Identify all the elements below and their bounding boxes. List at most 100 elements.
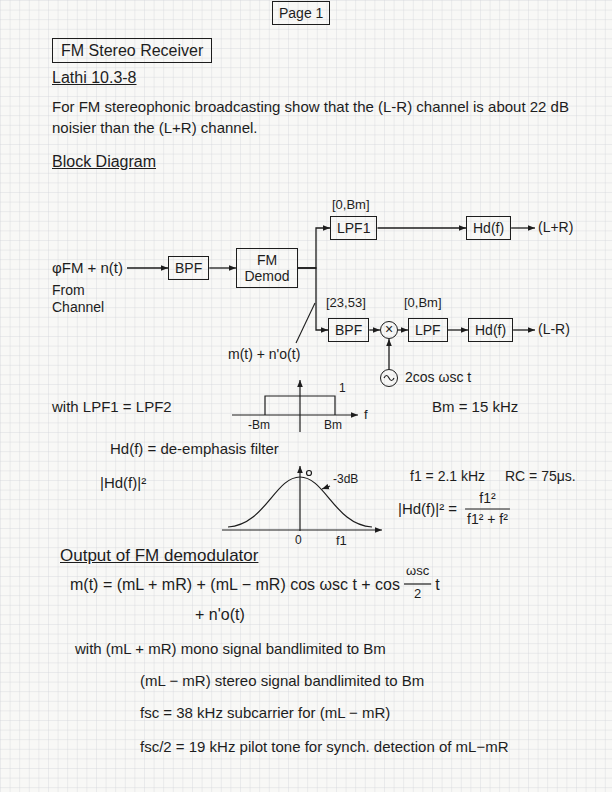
axis-value: 1 [339,381,346,395]
note-box: fsc = 38 kHz subcarrier for (mL − mR) [140,704,390,722]
leader-line [296,303,315,343]
axis-label: f [364,407,368,422]
problem-statement-box: For FM stereophonic broadcasting show th… [52,96,582,138]
leader-line [322,486,330,489]
axis-value-box: -Bm [248,418,270,432]
note-box: (mL − mR) stereo signal bandlimited to B… [140,672,424,690]
fraction-denominator: 2 [414,586,421,601]
lowpass-filter: LPF1 [330,216,377,240]
gain-axis [299,380,300,432]
block-label: Hd(f) [473,220,504,236]
peak-marker [307,471,312,476]
input-source-box: From Channel [52,282,112,316]
parameter-box: RC = 75μs. [505,468,576,485]
axis-value-box: 0 [295,533,302,547]
fraction-bar [404,583,431,584]
page-number-box: Page 1 [272,1,330,25]
fm-demodulator: FM Demod [236,248,298,288]
axis-value: f1 [336,533,347,548]
equation-box: t [435,575,439,594]
fraction-denominator-box: f1² + f² [467,511,508,528]
block-label: × [381,322,397,337]
multiplier: × [380,321,398,339]
deemphasis-filter: Hd(f) [466,216,511,240]
frequency-axis [222,529,382,530]
oscillator: 2cos ωsc t [380,369,398,387]
signal-connector [209,267,236,268]
block-label: FM Demod [243,252,291,284]
bandpass-filter: BPF [168,256,209,280]
output-arrow [511,227,535,228]
input-signal: φFM + n(t) [52,259,123,276]
block-label: LPF [415,322,441,338]
note: Hd(f) = de-emphasis filter [110,440,279,457]
input-source: From Channel [52,282,104,315]
reference-box: Lathi 10.3-8 [52,68,137,87]
title-text: FM Stereo Receiver [61,42,203,59]
block-label: BPF [175,260,202,276]
reference: Lathi 10.3-8 [52,69,137,86]
title-box: FM Stereo Receiver [52,38,212,63]
note: with (mL + mR) mono signal bandlimited t… [75,640,386,657]
equation: + n'o(t) [195,606,245,623]
parameter-box: f1 = 2.1 kHz [410,468,485,485]
equation: |Hd(f)|² = [398,500,457,517]
sine-symbol [381,370,397,386]
note: fsc/2 = 19 kHz pilot tone for synch. det… [140,738,509,755]
axis-value-box: 1 [339,381,346,395]
signal-connector [398,329,408,330]
block-label: LPF1 [337,220,370,236]
axis-value-box: Bm [324,418,342,432]
parameter: f1 = 2.1 kHz [410,468,485,484]
output-signal: (L-R) [538,321,570,337]
signal-connector [298,228,330,268]
problem-statement: For FM stereophonic broadcasting show th… [52,98,569,136]
note-box: with LPF1 = LPF2 [52,398,172,416]
passband-label-box: [23,53] [326,295,366,311]
section-heading: Block Diagram [52,153,156,170]
output-signal: (L+R) [538,219,573,235]
block-label: Hd(f) [475,322,506,338]
block-label: BPF [335,322,362,338]
passband-label-box: [0,Bm] [404,295,442,311]
passband-label: [0,Bm] [332,197,370,212]
axis-label: |Hd(f)|² [100,474,146,491]
axis-value-box: f1 [336,533,347,549]
fraction-numerator-box: f1² [479,490,495,507]
passband-label: [23,53] [326,295,366,310]
signal-connector [388,339,389,369]
block-label: Page 1 [279,5,323,21]
signal-connector [369,329,380,330]
axis-label-box: f [364,407,368,423]
section-heading-box: Block Diagram [52,152,156,171]
frequency-axis [232,414,358,415]
note-box: Hd(f) = de-emphasis filter [110,440,279,458]
note: with LPF1 = LPF2 [52,398,172,415]
axis-value: 0 [295,533,302,547]
equation-box: |Hd(f)|² = [398,500,457,518]
annotation: -3dB [333,472,358,486]
signal-connector [377,227,466,228]
input-arrow [127,267,168,268]
gain-axis [299,466,300,531]
fraction-numerator-box: ωsc [406,563,429,579]
equation: t [435,576,439,593]
axis-value: Bm [324,418,342,432]
note-box: Bm = 15 kHz [432,398,518,416]
bandpass-filter: BPF [328,318,369,342]
note: fsc = 38 kHz subcarrier for (mL − mR) [140,704,390,721]
parameter: RC = 75μs. [505,468,576,484]
passband-label-box: [0,Bm] [332,197,370,213]
passband-label: [0,Bm] [404,295,442,310]
note: Bm = 15 kHz [432,398,518,415]
equation-box: + n'o(t) [195,605,245,624]
output-signal-box: (L+R) [538,219,573,236]
fraction-numerator: ωsc [406,563,429,578]
section-heading: Output of FM demodulator [60,546,258,565]
signal-connector [448,329,468,330]
fraction-denominator: f1² + f² [467,511,508,527]
signal-connector [298,268,328,330]
note: (mL − mR) stereo signal bandlimited to B… [140,672,424,689]
